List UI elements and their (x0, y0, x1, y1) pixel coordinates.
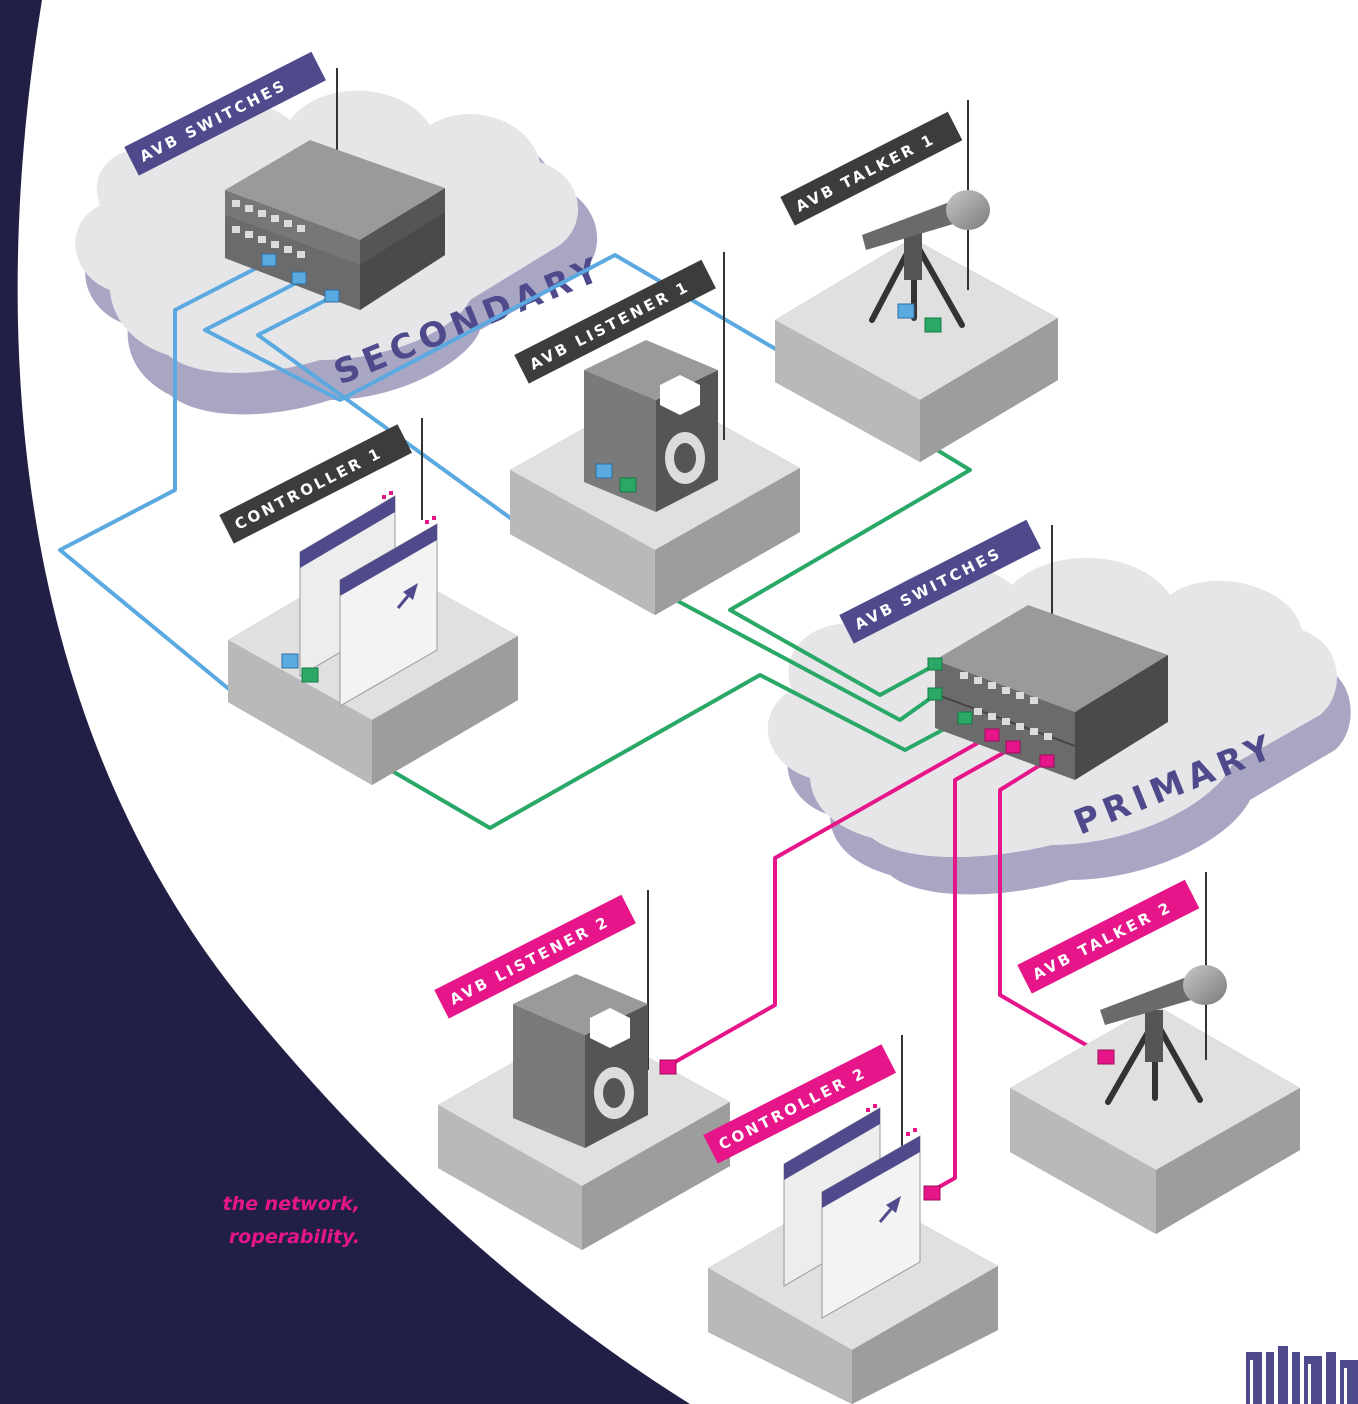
tag-talker2: AVB TALKER 2 (1017, 879, 1200, 994)
tag-talker1-label: AVB TALKER 1 (793, 130, 939, 216)
controller-window-icon (281, 491, 438, 707)
controller1-device (228, 418, 518, 785)
talker2-device (1010, 872, 1300, 1234)
caption-line-2: roperability. (228, 1226, 360, 1248)
microphone-icon (862, 190, 990, 333)
caption-line-1: the network, (222, 1193, 360, 1215)
speaker-icon (584, 340, 718, 512)
speaker-icon (513, 974, 677, 1148)
brand-logo-icon (1246, 1346, 1358, 1404)
listener2-device (438, 890, 730, 1250)
background-arc (0, 0, 690, 1404)
pink-cable-talker2 (998, 760, 1107, 1058)
secondary-switch (225, 68, 445, 310)
pink-cable-listener2 (667, 734, 991, 1068)
controller2-device (708, 1035, 998, 1404)
caption: the network, roperability. (0, 1188, 360, 1254)
primary-switch (927, 525, 1168, 780)
talker1-device (775, 100, 1058, 462)
pink-cable-controller2 (929, 746, 1013, 1194)
controller-window-icon (783, 1104, 941, 1319)
tag-talker2-label: AVB TALKER 2 (1030, 898, 1176, 984)
microphone-icon (1097, 965, 1227, 1105)
pink-cables (667, 734, 1107, 1194)
listener1-device (510, 252, 800, 615)
